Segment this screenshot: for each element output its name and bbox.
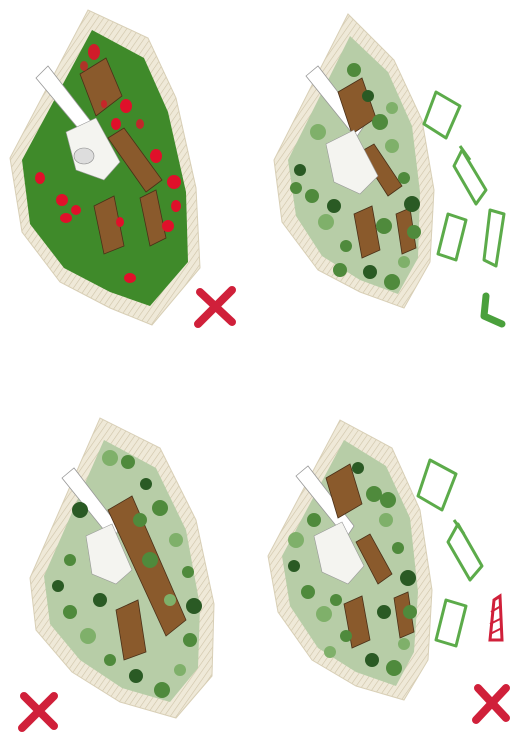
sketch-building — [424, 92, 460, 138]
red-spot — [120, 99, 132, 113]
tree — [182, 566, 194, 578]
red-spot — [101, 100, 107, 108]
red-spot — [88, 44, 100, 60]
tree — [121, 455, 135, 469]
tree — [386, 102, 398, 114]
sketch-building — [436, 600, 466, 646]
tree — [392, 542, 404, 554]
red-spot — [116, 217, 124, 227]
tree — [104, 654, 116, 666]
tree — [403, 605, 417, 619]
tree — [372, 114, 388, 130]
sketch-outlines — [424, 92, 504, 266]
tree — [362, 90, 374, 102]
tree — [307, 513, 321, 527]
tree — [340, 630, 352, 642]
tree — [380, 492, 396, 508]
tree — [352, 462, 364, 474]
tree — [288, 560, 300, 572]
tree — [400, 570, 416, 586]
red-spot — [162, 220, 174, 232]
red-spot — [80, 61, 88, 71]
tree — [407, 225, 421, 239]
tree — [385, 139, 399, 153]
panel-bottom-right — [268, 420, 506, 720]
panel-bottom-left — [22, 418, 214, 728]
red-spot — [60, 213, 72, 223]
red-spot — [171, 200, 181, 212]
red-x-icon — [22, 696, 54, 728]
tree — [93, 593, 107, 607]
tree — [340, 240, 352, 252]
red-spot — [124, 273, 136, 283]
tree — [129, 669, 143, 683]
tree — [377, 605, 391, 619]
tree — [290, 182, 302, 194]
sketch-building — [438, 214, 466, 260]
tree — [318, 214, 334, 230]
tree — [376, 218, 392, 234]
tree — [301, 585, 315, 599]
tree — [174, 664, 186, 676]
sketch-building — [448, 524, 482, 580]
tree — [140, 478, 152, 490]
tree — [316, 606, 332, 622]
tree — [404, 196, 420, 212]
green-check-icon — [484, 296, 502, 324]
tree — [80, 628, 96, 644]
tree — [64, 554, 76, 566]
red-spot — [71, 205, 81, 215]
tree — [294, 164, 306, 176]
tree — [52, 580, 64, 592]
red-spot — [167, 175, 181, 189]
tree — [327, 199, 341, 213]
tree — [63, 605, 77, 619]
tree — [164, 594, 176, 606]
red-spot — [150, 149, 162, 163]
tree — [324, 646, 336, 658]
tree — [384, 274, 400, 290]
red-spot — [136, 119, 144, 129]
tree — [183, 633, 197, 647]
sketch-building — [484, 210, 504, 266]
sketch-building — [418, 460, 456, 510]
panel-top-right — [274, 14, 504, 324]
red-roof-sketch-icon — [490, 596, 502, 640]
tree — [366, 486, 382, 502]
tree — [330, 594, 342, 606]
red-x-icon — [198, 290, 232, 324]
tree — [305, 189, 319, 203]
tree — [288, 532, 304, 548]
tree — [102, 450, 118, 466]
red-x-icon — [476, 688, 506, 720]
tree — [186, 598, 202, 614]
tree — [347, 63, 361, 77]
panel-top-left — [10, 10, 232, 325]
tree — [72, 502, 88, 518]
red-spot — [35, 172, 45, 184]
tree — [398, 172, 410, 184]
tree — [154, 682, 170, 698]
tree — [386, 660, 402, 676]
tree — [363, 265, 377, 279]
tree — [333, 263, 347, 277]
tree — [133, 513, 147, 527]
tree — [152, 500, 168, 516]
tree — [169, 533, 183, 547]
tree — [310, 124, 326, 140]
tree — [365, 653, 379, 667]
red-spot — [56, 194, 68, 206]
tree — [379, 513, 393, 527]
tree — [398, 256, 410, 268]
tree — [398, 638, 410, 650]
tree — [142, 552, 158, 568]
red-spot — [111, 118, 121, 130]
courtyard-pavilion — [74, 148, 94, 164]
